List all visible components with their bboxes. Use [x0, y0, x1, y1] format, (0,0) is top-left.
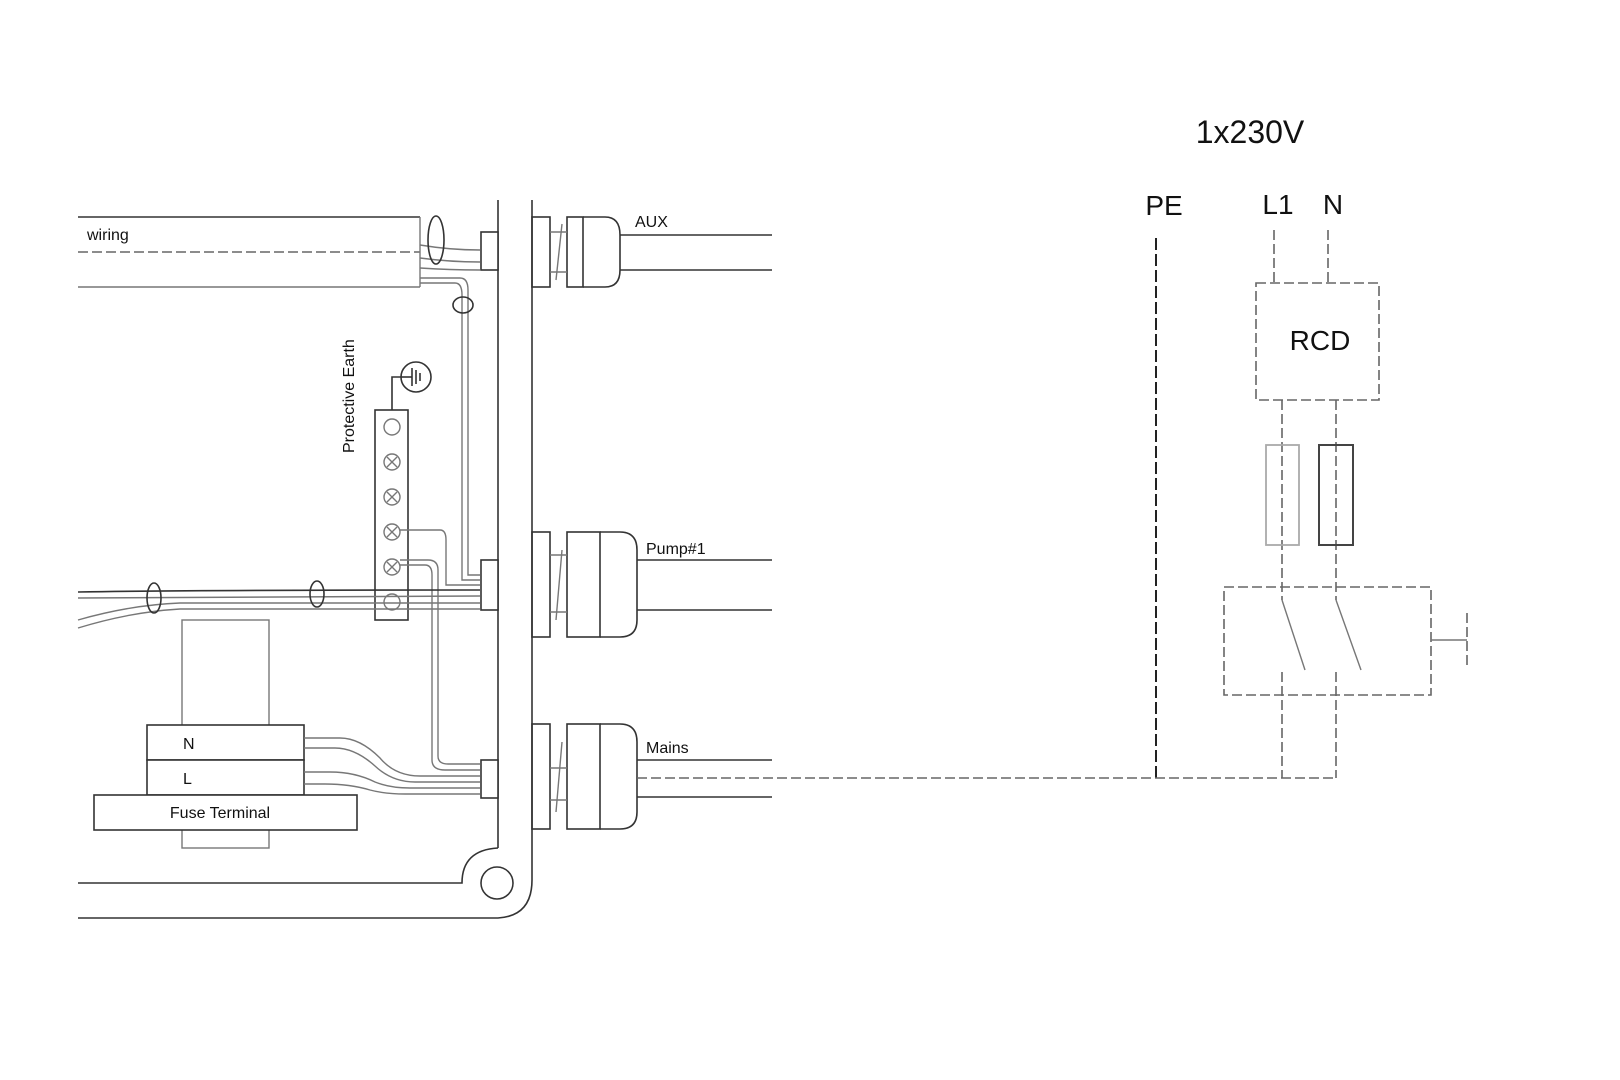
supply-schematic: PE L1 N RCD [637, 189, 1468, 779]
fuse-n [1318, 444, 1354, 546]
aux-cable-bundle [419, 215, 481, 581]
cable-tie [146, 582, 162, 614]
switch-contact-n [1335, 599, 1362, 671]
pe-label: PE [1145, 190, 1182, 221]
voltage-title: 1x230V [1196, 114, 1305, 150]
terminal-screw [383, 523, 401, 541]
terminal-screw [383, 593, 401, 611]
fuse-terminal-label: Fuse Terminal [170, 805, 270, 822]
fuse-terminal: N L Fuse Terminal [93, 619, 480, 849]
gland-label-pump: Pump#1 [646, 541, 706, 558]
rcd-box [1255, 282, 1380, 401]
terminal-screw [383, 558, 401, 576]
terminal-screw [383, 488, 401, 506]
gland-mains: Mains [531, 723, 772, 830]
rcd-label: RCD [1290, 325, 1351, 356]
wiring-label: wiring [86, 227, 129, 244]
fuse-l1 [1265, 444, 1300, 546]
terminal-screw [383, 453, 401, 471]
protective-earth-bar: Protective Earth [341, 339, 480, 771]
earth-symbol-icon [400, 361, 432, 393]
gland-label-mains: Mains [646, 740, 689, 757]
wiring-duct: wiring [78, 216, 421, 288]
pump-cable [77, 580, 481, 629]
gland-pump: Pump#1 [531, 531, 772, 638]
gland-label-aux: AUX [635, 214, 668, 231]
gland-aux: AUX [531, 214, 772, 288]
terminal-l-label: L [183, 771, 192, 788]
mounting-hole [480, 866, 514, 900]
terminal-n-label: N [183, 736, 195, 753]
n-label: N [1323, 189, 1343, 220]
switch-box [1223, 586, 1432, 696]
cable-tie [309, 580, 325, 608]
l1-label: L1 [1262, 189, 1293, 220]
switch-contact-l1 [1281, 599, 1306, 671]
protective-earth-label: Protective Earth [341, 339, 358, 453]
cable-tie [427, 215, 445, 265]
terminal-screw [383, 418, 401, 436]
cable-tie [452, 296, 474, 314]
